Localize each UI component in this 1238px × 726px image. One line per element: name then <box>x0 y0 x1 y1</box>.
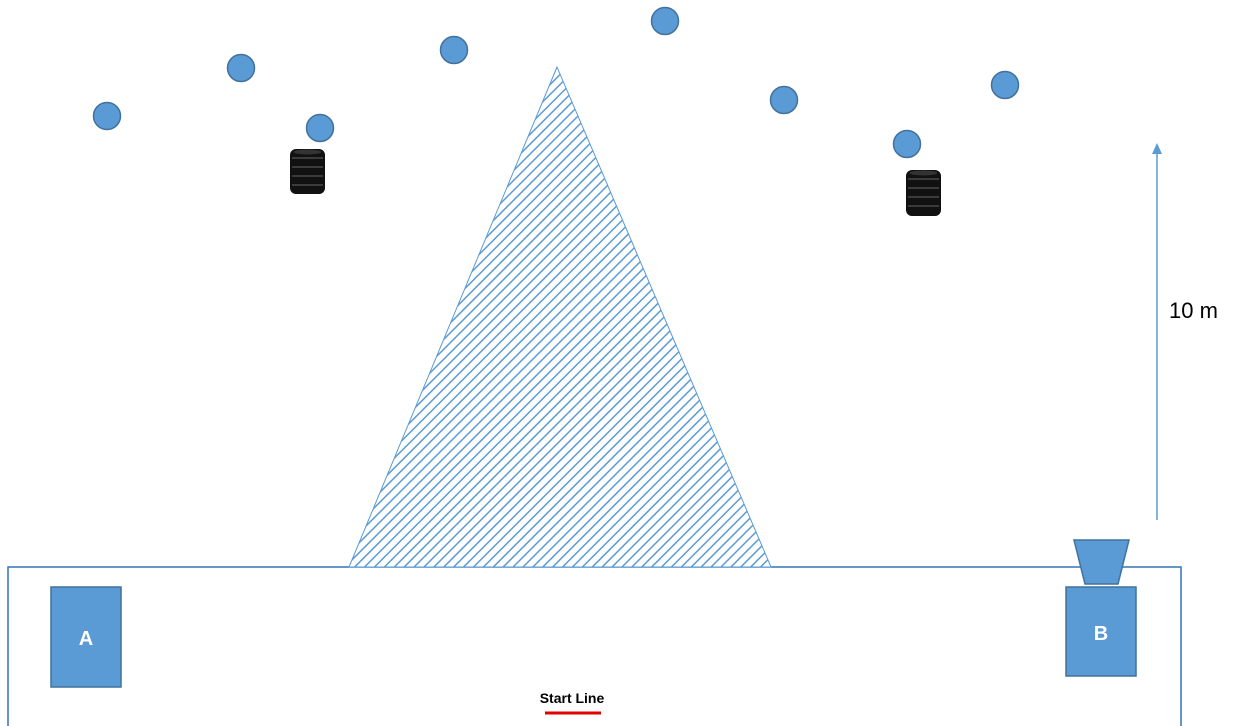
ball <box>228 55 255 82</box>
tire-stack-icon <box>290 149 325 194</box>
ball <box>652 8 679 35</box>
ball <box>307 115 334 142</box>
box-b-label: B <box>1094 623 1108 645</box>
ball <box>94 103 121 130</box>
ball <box>441 37 468 64</box>
distance-label: 10 m <box>1169 298 1218 323</box>
ball <box>771 87 798 114</box>
start-line-label: Start Line <box>540 690 605 706</box>
box-a-label: A <box>79 628 93 650</box>
distance-arrow <box>1152 143 1162 520</box>
ball <box>992 72 1019 99</box>
triangle-obstacle <box>349 67 771 567</box>
ball <box>894 131 921 158</box>
tire-stack-icon <box>906 170 941 216</box>
